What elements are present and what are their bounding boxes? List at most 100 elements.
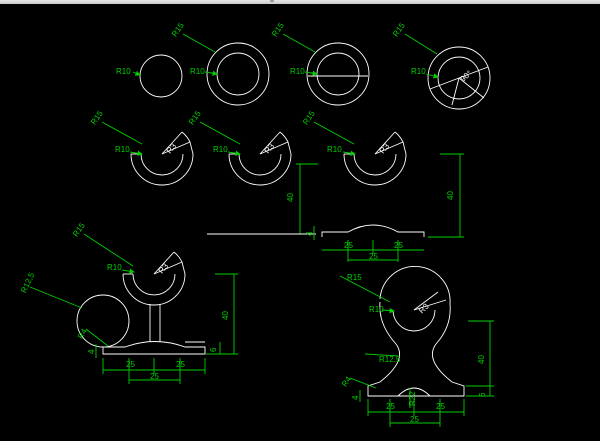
cup-inner-arc: [353, 153, 397, 176]
label-25-b: 25: [436, 402, 445, 411]
label-25-c: 25: [150, 372, 159, 381]
circle-r10: [139, 54, 183, 98]
label-r10: R10: [107, 263, 122, 272]
final-body-outline: [367, 301, 465, 397]
step1-circle: R10: [116, 54, 183, 98]
label-25-a: 25: [126, 360, 135, 369]
title-icon: [270, 0, 274, 2]
angle-label: R3: [157, 261, 171, 275]
label-4: 4: [351, 395, 360, 400]
label-r10: R10: [190, 67, 205, 76]
leader-r15: [199, 121, 241, 145]
leader-r10: [304, 70, 318, 76]
leader-r15: [404, 33, 438, 55]
angle-label: R3: [378, 141, 392, 155]
label-r10: R10: [116, 67, 131, 76]
angle-label: R3: [417, 301, 431, 315]
leader-r15: [282, 33, 316, 53]
label-4: 4: [305, 231, 314, 236]
angle-label: 90°: [459, 69, 474, 84]
label-r10: R10: [327, 145, 342, 154]
step5-cup: R15 R10 R3: [89, 109, 194, 186]
cup-right-edge: [374, 131, 396, 155]
leader-r10: [132, 70, 141, 76]
circle-r10: [316, 52, 360, 96]
label-25-a: 25: [344, 241, 353, 250]
label-r10: R10: [290, 67, 305, 76]
label-r15: R15: [187, 109, 203, 127]
leader-r10: [129, 150, 143, 156]
label-r10: R10: [213, 145, 228, 154]
cup-right-edge-2: [259, 141, 289, 155]
circle-r12-5: [76, 294, 130, 348]
label-r15: R15: [170, 21, 186, 39]
circle-r15: [306, 42, 370, 106]
base-shape: [102, 341, 206, 355]
label-40: 40: [221, 311, 230, 320]
leader-r15: [313, 121, 355, 145]
leader-r15: [182, 33, 216, 53]
angle-label: R3: [165, 141, 179, 155]
cup-right-edge-2: [153, 261, 183, 275]
final-inner-arc: [392, 309, 436, 332]
leader-r12-5: [364, 353, 399, 357]
cad-drawing-canvas[interactable]: R10 R15 R10 R15 R10 90° R15 R10: [0, 4, 600, 441]
leader-r15: [83, 233, 134, 267]
label-r15: R15: [301, 109, 317, 127]
final-part: R15 R10 R3 R12.5 R4 4 R22 40 6 25 25 25: [339, 265, 494, 427]
label-25-b: 25: [176, 360, 185, 369]
diagonal-line-b: [458, 77, 485, 99]
label-r10: R10: [369, 305, 384, 314]
base-profile-shape: [321, 224, 425, 237]
label-25-a: 25: [386, 402, 395, 411]
cup-right-edge: [153, 251, 175, 275]
leader-r10: [425, 73, 439, 79]
circle-r10: [216, 52, 260, 96]
leader-r4: [85, 328, 109, 347]
final-top-arc: [379, 265, 451, 305]
leader-r4: [349, 377, 377, 389]
cup-inner-arc: [140, 153, 184, 176]
label-6: 6: [209, 347, 218, 352]
label-25-c: 25: [369, 252, 378, 261]
leader-r10: [381, 307, 395, 314]
leader-r10: [121, 268, 135, 274]
leader-r15: [101, 121, 143, 145]
label-40: 40: [477, 355, 486, 364]
final-cut-a: [413, 291, 439, 311]
leader-r15: [339, 275, 391, 303]
circle-r15: [427, 46, 491, 110]
label-25-c: 25: [410, 415, 419, 424]
label-r10: R10: [411, 67, 426, 76]
label-40: 40: [446, 191, 455, 200]
angle-label: R3: [263, 141, 277, 155]
label-r15: R15: [270, 21, 286, 39]
cup-outer-arc: [343, 131, 407, 186]
label-r10: R10: [115, 145, 130, 154]
label-r4: R4: [340, 374, 354, 388]
cup-right-edge-2: [161, 141, 191, 155]
label-r22: R22: [408, 391, 417, 406]
final-cut-b: [413, 299, 447, 311]
diagonal-line-c: [451, 77, 460, 106]
cup-right-edge: [259, 131, 281, 155]
window-titlebar: [0, 0, 600, 4]
leader-r10: [342, 150, 356, 156]
step6-cup: R15 R10 R3: [187, 109, 292, 186]
cup-outer-arc: [122, 251, 186, 306]
step3-circles-with-diameter: R15 R10: [270, 21, 370, 106]
circle-r15: [206, 42, 270, 106]
label-r15: R15: [391, 21, 407, 39]
base-profile: 40 25 25 25: [321, 153, 464, 262]
label-r15: R15: [347, 273, 362, 282]
label-4: 4: [87, 349, 96, 354]
cup-outer-arc: [228, 131, 292, 186]
leader-r10: [227, 150, 241, 156]
cup-outer-arc: [130, 131, 194, 186]
cup-inner-arc: [238, 153, 282, 176]
label-40: 40: [286, 193, 295, 202]
final-base-notch: [397, 387, 431, 397]
label-r12-5: R12,5: [19, 271, 36, 295]
step4-circles-with-angles: 90° R15 R10: [391, 21, 491, 110]
leader-r10: [204, 70, 218, 76]
